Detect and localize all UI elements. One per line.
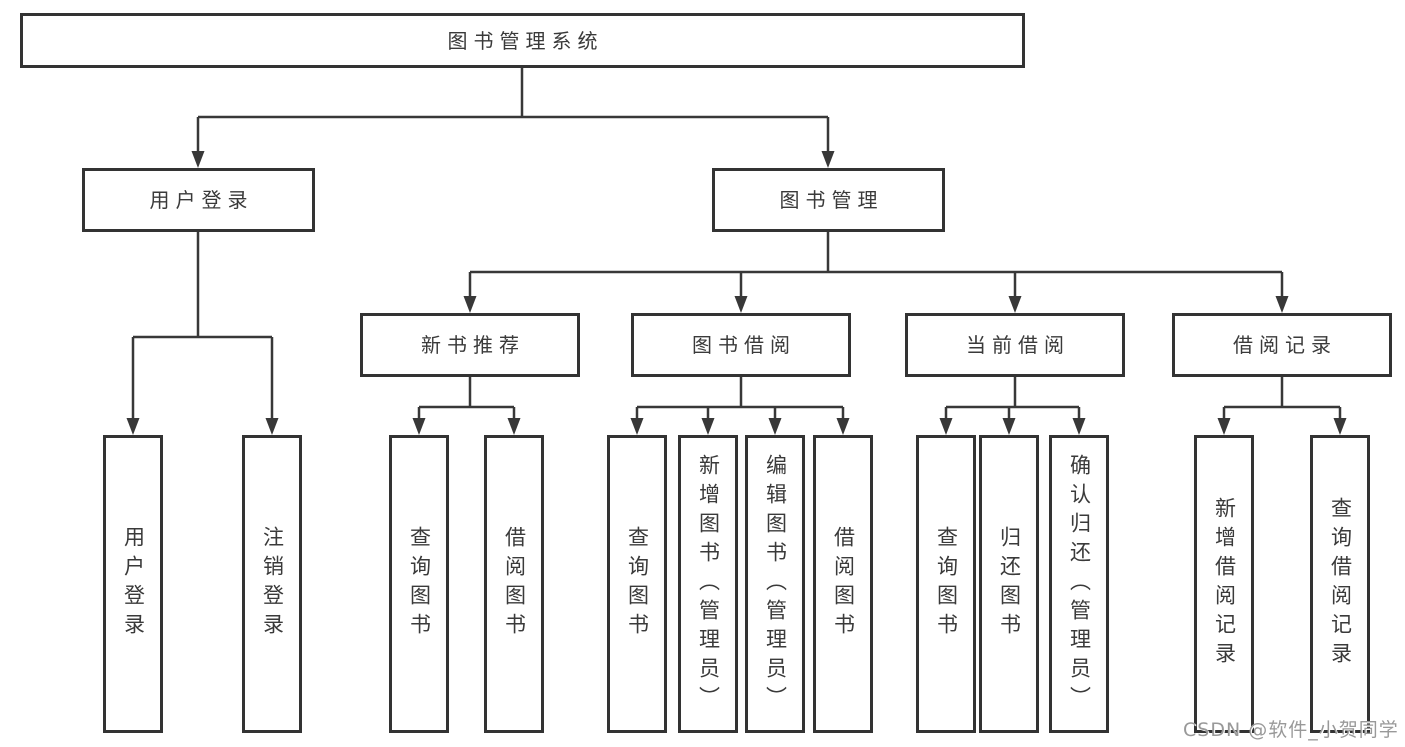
leaf-return-books: 归还图书 xyxy=(979,435,1039,733)
leaf-confirm-return-admin: 确认归还（管理员） xyxy=(1049,435,1109,733)
node-book-borrowing: 图书借阅 xyxy=(631,313,851,377)
leaf-label: 确认归还（管理员） xyxy=(1067,453,1092,715)
node-label: 借阅记录 xyxy=(1233,333,1337,357)
leaf-borrow-books-recommend: 借阅图书 xyxy=(484,435,544,733)
leaf-query-books-current: 查询图书 xyxy=(916,435,976,733)
node-library-management-system: 图书管理系统 xyxy=(20,13,1025,68)
leaf-query-books-recommend: 查询图书 xyxy=(389,435,449,733)
node-user-login: 用户登录 xyxy=(82,168,315,232)
leaf-label: 借阅图书 xyxy=(502,526,527,642)
node-label: 用户登录 xyxy=(149,188,254,212)
node-book-management: 图书管理 xyxy=(712,168,945,232)
leaf-label: 注销登录 xyxy=(260,526,285,642)
leaf-label: 查询借阅记录 xyxy=(1328,497,1353,671)
leaf-borrow-books: 借阅图书 xyxy=(813,435,873,733)
node-label: 图书管理系统 xyxy=(447,28,604,53)
leaf-label: 编辑图书（管理员） xyxy=(763,453,788,715)
leaf-edit-book-admin: 编辑图书（管理员） xyxy=(745,435,805,733)
node-label: 当前借阅 xyxy=(966,333,1070,357)
leaf-label: 归还图书 xyxy=(997,526,1022,642)
leaf-label: 查询图书 xyxy=(934,526,959,642)
node-label: 图书借阅 xyxy=(692,333,796,357)
csdn-watermark: CSDN @软件_小贺同学 xyxy=(1183,719,1399,741)
leaf-label: 查询图书 xyxy=(407,526,432,642)
leaf-label: 新增借阅记录 xyxy=(1212,497,1237,671)
node-current-borrowing: 当前借阅 xyxy=(905,313,1125,377)
leaf-label: 借阅图书 xyxy=(831,526,856,642)
leaf-query-borrowing-record: 查询借阅记录 xyxy=(1310,435,1370,733)
leaf-add-book-admin: 新增图书（管理员） xyxy=(678,435,738,733)
leaf-query-books-borrowing: 查询图书 xyxy=(607,435,667,733)
leaf-add-borrowing-record: 新增借阅记录 xyxy=(1194,435,1254,733)
leaf-user-login: 用户登录 xyxy=(103,435,163,733)
leaf-logout-login: 注销登录 xyxy=(242,435,302,733)
node-new-book-recommendation: 新书推荐 xyxy=(360,313,580,377)
node-borrowing-records: 借阅记录 xyxy=(1172,313,1392,377)
leaf-label: 用户登录 xyxy=(121,526,146,642)
leaf-label: 新增图书（管理员） xyxy=(696,453,721,715)
node-label: 图书管理 xyxy=(779,188,884,212)
node-label: 新书推荐 xyxy=(421,333,525,357)
leaf-label: 查询图书 xyxy=(625,526,650,642)
